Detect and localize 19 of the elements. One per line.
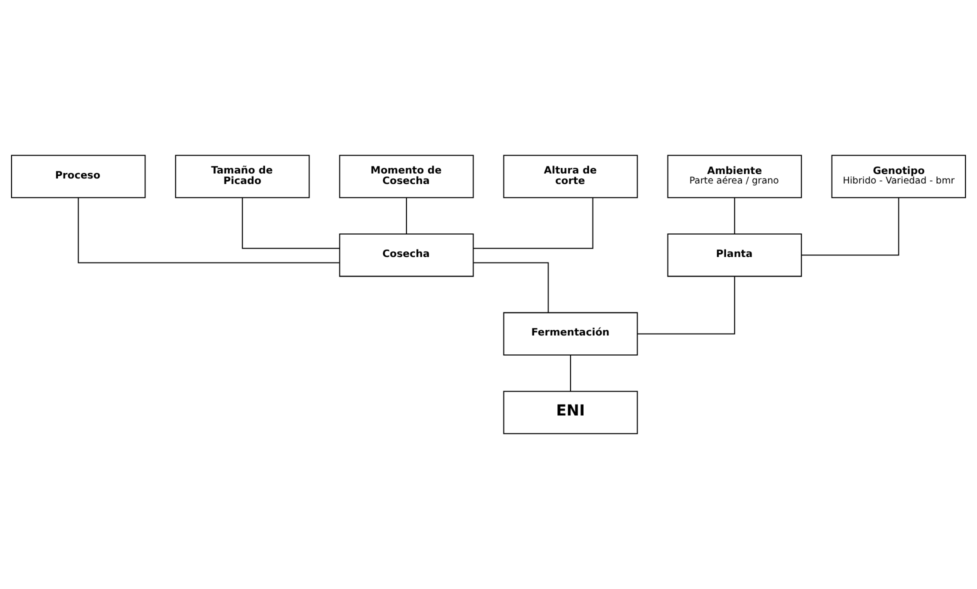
node-box: Genotipo Hibrido - Variedad - bmr <box>831 154 966 198</box>
node-box: Planta <box>667 234 802 277</box>
node-box: ENI <box>503 390 638 434</box>
connector <box>638 276 736 334</box>
node-box: Altura de corte <box>503 154 638 198</box>
node-box: Ambiente Parte aérea / grano <box>667 154 802 198</box>
node-box: Cosecha <box>339 234 474 277</box>
connector <box>734 198 736 234</box>
connector <box>78 198 340 264</box>
node-box: Momento de Cosecha <box>339 154 474 198</box>
node-box: Fermentación <box>503 312 638 356</box>
connector <box>802 198 900 256</box>
connector <box>474 262 549 313</box>
connector <box>406 198 407 234</box>
connector <box>473 198 594 249</box>
connector <box>242 198 340 249</box>
connector <box>570 355 572 392</box>
node-box: Proceso <box>11 154 146 198</box>
node-box: Tamaño de Picado <box>175 154 310 198</box>
